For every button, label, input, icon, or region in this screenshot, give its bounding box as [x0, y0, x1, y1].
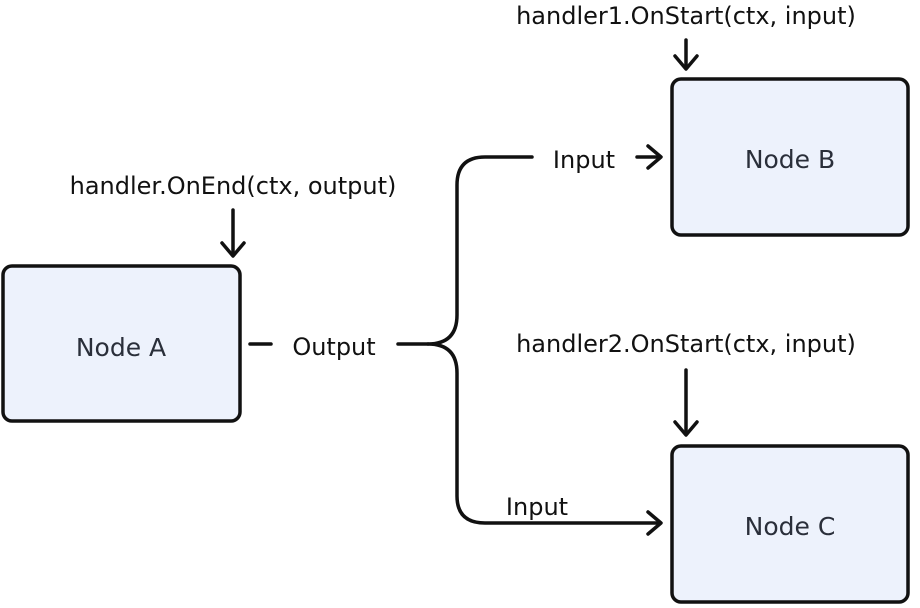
node-c-label: Node C	[745, 512, 836, 541]
node-b: Node B	[670, 77, 910, 237]
output-label: Output	[292, 333, 375, 361]
node-a-label: Node A	[76, 333, 166, 362]
on-end-arrow	[220, 208, 246, 258]
node-a: Node A	[1, 264, 242, 423]
on-start-1-arrow	[673, 38, 699, 71]
on-start-2-arrow	[673, 368, 699, 437]
node-b-label: Node B	[745, 145, 835, 174]
on-start-2-callback-label: handler2.OnStart(ctx, input)	[516, 330, 856, 358]
node-a-box	[1, 264, 242, 423]
input-c-arrow	[646, 510, 663, 536]
node-b-box	[670, 77, 910, 237]
on-end-callback-label: handler.OnEnd(ctx, output)	[70, 172, 397, 200]
node-c: Node C	[670, 444, 910, 604]
on-start-1-callback-label: handler1.OnStart(ctx, input)	[516, 2, 856, 30]
input-c-label: Input	[506, 493, 568, 521]
node-c-box	[670, 444, 910, 604]
input-b-label: Input	[553, 146, 615, 174]
branch-brace	[426, 155, 660, 525]
input-b-arrow	[635, 144, 663, 170]
